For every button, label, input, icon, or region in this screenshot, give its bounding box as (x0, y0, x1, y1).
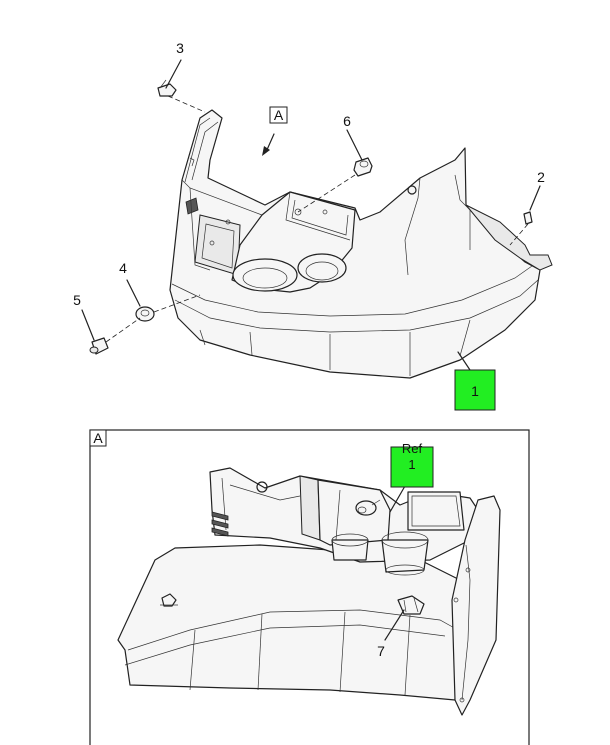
plug-part-5 (89, 317, 141, 355)
clip-part-3 (157, 79, 206, 113)
leader-lines-detail (384, 485, 406, 641)
ref-label: Ref (402, 441, 423, 456)
fastener-part-6 (297, 157, 373, 213)
fastener-part-2 (509, 211, 533, 246)
callout-7: 7 (377, 643, 385, 659)
ref-part-1-highlight[interactable]: Ref 1 (390, 441, 434, 488)
grommet-part-4 (135, 294, 201, 322)
callout-1: 1 (471, 383, 479, 399)
view-marker-a: A (262, 106, 288, 156)
view-marker-label: A (274, 107, 284, 123)
callout-6: 6 (343, 113, 351, 129)
detail-view-a: A (89, 429, 530, 745)
part-1-highlight[interactable]: 1 (454, 369, 496, 411)
ref-number: 1 (408, 457, 415, 472)
console-assembly-detail (117, 467, 501, 716)
callout-3: 3 (176, 40, 184, 56)
leader-lines-top (81, 59, 541, 371)
detail-view-label: A (93, 430, 103, 446)
callout-5: 5 (73, 292, 81, 308)
console-assembly-top (169, 109, 553, 379)
callout-4: 4 (119, 260, 127, 276)
callout-2: 2 (537, 169, 545, 185)
